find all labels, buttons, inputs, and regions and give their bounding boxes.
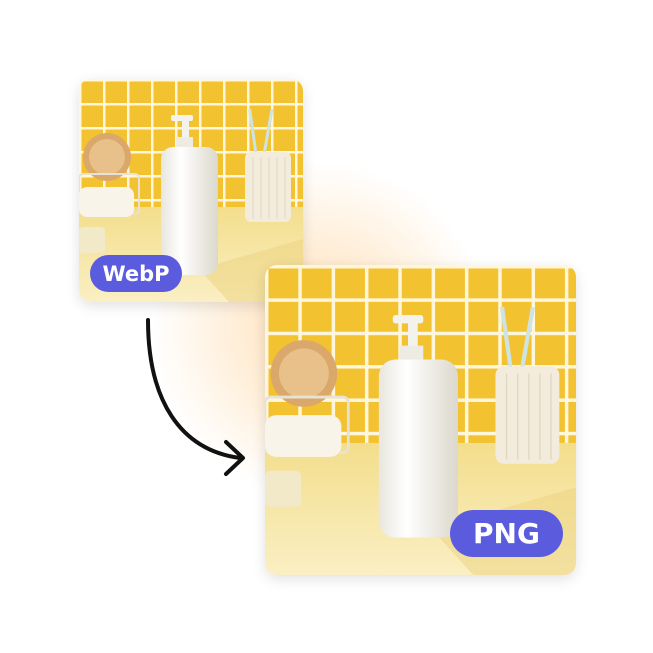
webp-format-badge: WebP: [90, 255, 182, 292]
png-format-badge: PNG: [450, 510, 563, 557]
curved-arrow-right-icon: [146, 318, 245, 476]
